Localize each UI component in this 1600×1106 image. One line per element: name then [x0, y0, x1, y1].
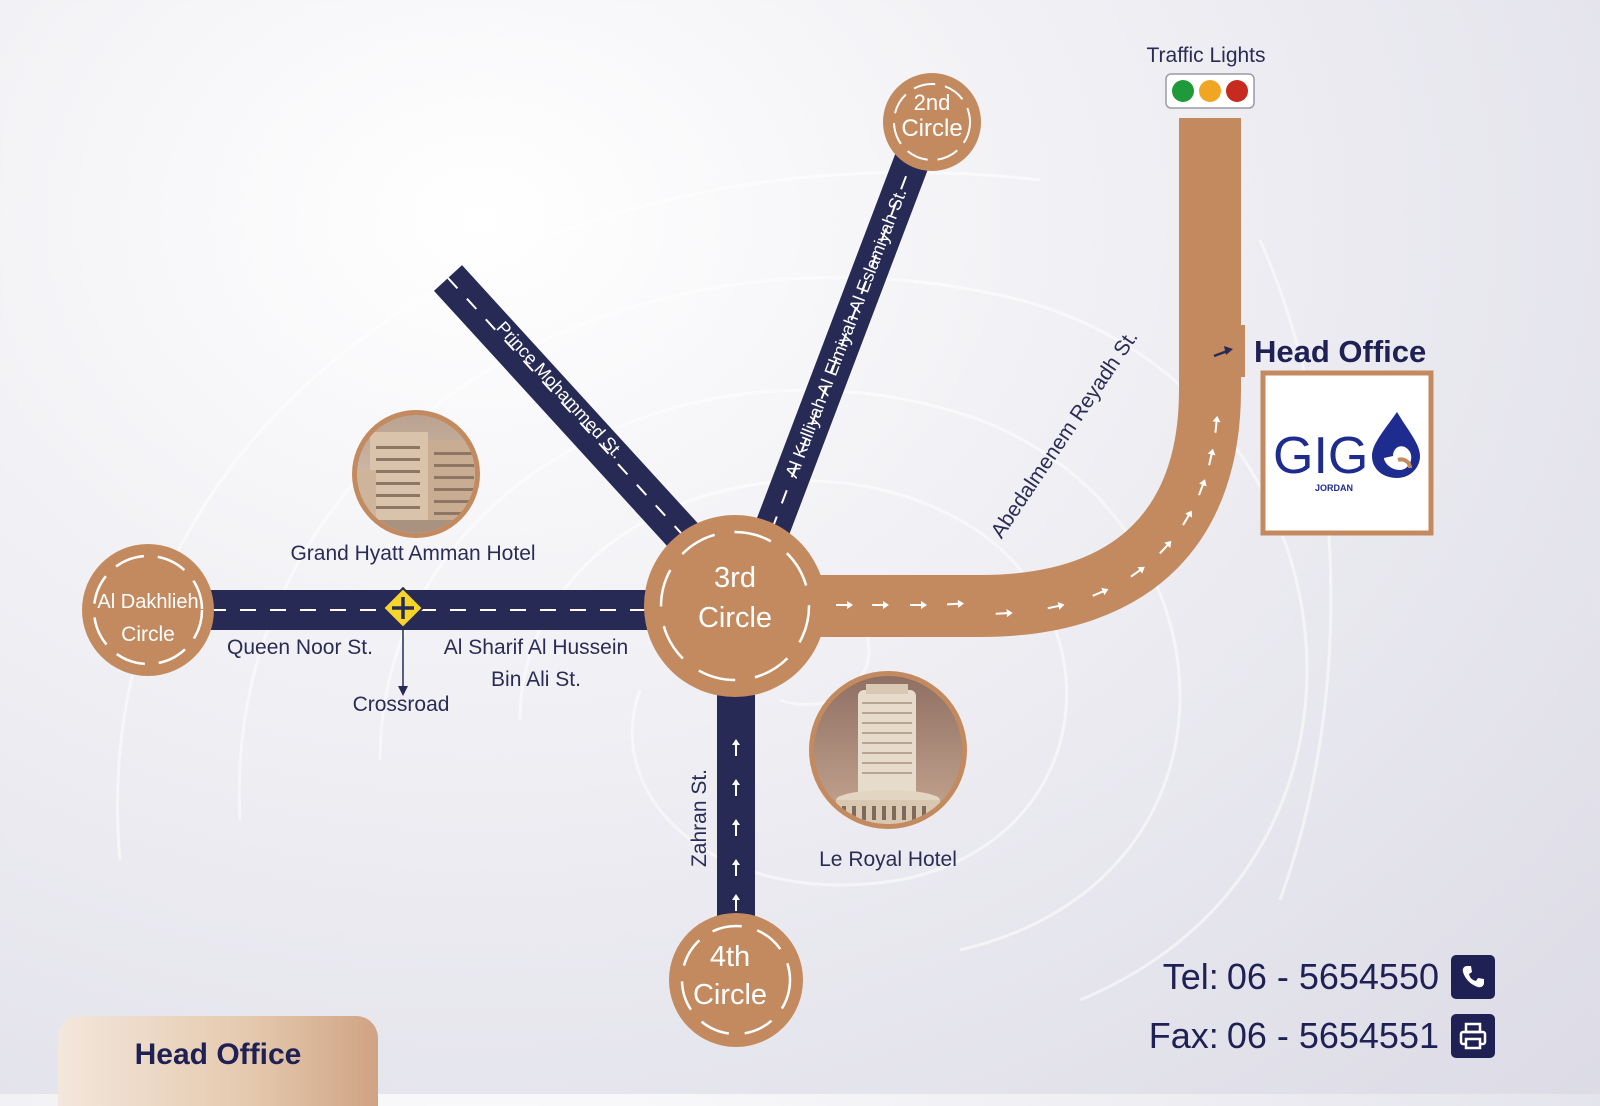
label-crossroad: Crossroad — [353, 693, 450, 716]
curve-arrow-icon — [1130, 566, 1145, 578]
circle-dakhlieh-line1: Al Dakhlieh — [97, 591, 198, 613]
traffic-lights: Traffic Lights — [1146, 44, 1266, 109]
traffic-light-red-icon — [1226, 80, 1248, 102]
gig-logo: GIG JORDAN — [1260, 370, 1434, 536]
up-arrow-icon — [732, 739, 740, 756]
curve-arrow-icon — [1159, 540, 1172, 555]
roundabout-al-dakhlieh: Al Dakhlieh Circle — [82, 544, 214, 676]
circle-dakhlieh-line2: Circle — [121, 623, 175, 646]
curve-arrow-icon — [1182, 510, 1193, 526]
up-arrow-icon — [732, 894, 740, 911]
head-office-title: Head Office — [1254, 334, 1426, 369]
footer-tab-label: Head Office — [134, 1038, 302, 1071]
printer-icon — [1451, 1014, 1495, 1058]
zahran-direction-arrows — [732, 739, 740, 911]
contact-fax: Fax: 06 - 5654551 — [1149, 1014, 1495, 1058]
circle-2nd-line2: Circle — [901, 115, 962, 142]
right-arrow-icon — [910, 601, 927, 609]
road-label-prince-mohammed: Prince Mohammed St. — [493, 318, 628, 463]
roundabout-4th-circle: 4th Circle — [669, 913, 803, 1047]
curve-arrow-icon — [1092, 587, 1109, 597]
phone-icon — [1451, 955, 1495, 999]
traffic-light-green-icon — [1172, 80, 1194, 102]
grand-hyatt-hotel: Grand Hyatt Amman Hotel — [290, 410, 536, 565]
le-royal-hotel: Le Royal Hotel — [809, 671, 967, 871]
right-arrow-icon — [836, 601, 853, 609]
gig-logo-text: GIG — [1273, 427, 1368, 485]
up-arrow-icon — [732, 779, 740, 796]
abedalmenem-direction-arrows — [836, 415, 1221, 618]
label-grand-hyatt: Grand Hyatt Amman Hotel — [290, 542, 535, 565]
tel-value[interactable]: 06 - 5654550 — [1226, 956, 1439, 997]
label-queen-noor: Queen Noor St. — [227, 636, 373, 659]
tel-label: Tel: — [1162, 956, 1219, 997]
road-al-kulliyah: Al Kulliyah Al Elmiyah Al Eslamiyah St. — [749, 143, 933, 552]
right-arrow-icon — [946, 599, 964, 608]
right-arrow-icon — [872, 601, 889, 609]
curve-arrow-icon — [1047, 602, 1065, 610]
traffic-light-yellow-icon — [1199, 80, 1221, 102]
road-label-al-kulliyah: Al Kulliyah Al Elmiyah Al Eslamiyah St. — [781, 186, 910, 481]
curve-arrow-icon — [1212, 415, 1221, 433]
fax-value[interactable]: 06 - 5654551 — [1226, 1015, 1439, 1056]
circle-4th-line2: Circle — [693, 979, 767, 1011]
label-al-sharif-line1: Al Sharif Al Hussein — [444, 636, 628, 659]
roundabout-3rd-circle: 3rd Circle — [644, 515, 826, 697]
traffic-lights-label: Traffic Lights — [1146, 44, 1265, 67]
label-zahran: Zahran St. — [688, 769, 711, 867]
contact-tel: Tel: 06 - 5654550 — [1163, 955, 1495, 999]
up-arrow-icon — [732, 859, 740, 876]
gig-logo-sub: JORDAN — [1315, 483, 1353, 493]
circle-2nd-line1: 2nd — [914, 90, 951, 115]
crossroad-sign — [381, 586, 425, 696]
road-prince-mohammed: Prince Mohammed St. — [433, 265, 717, 569]
curve-arrow-icon — [1207, 448, 1216, 466]
fax-label: Fax: — [1148, 1015, 1219, 1056]
curve-arrow-icon — [995, 609, 1013, 618]
label-le-royal: Le Royal Hotel — [819, 848, 957, 871]
label-al-sharif-line2: Bin Ali St. — [491, 668, 581, 691]
curve-arrow-icon — [1197, 479, 1207, 496]
roundabout-2nd-circle: 2nd Circle — [883, 73, 981, 171]
footer-tab-head-office[interactable]: Head Office — [58, 1016, 378, 1106]
head-office-marker: Head Office — [1213, 325, 1426, 377]
circle-3rd-line2: Circle — [698, 602, 772, 634]
circle-3rd-line1: 3rd — [714, 562, 756, 594]
up-arrow-icon — [732, 819, 740, 836]
circle-4th-line1: 4th — [710, 941, 750, 973]
